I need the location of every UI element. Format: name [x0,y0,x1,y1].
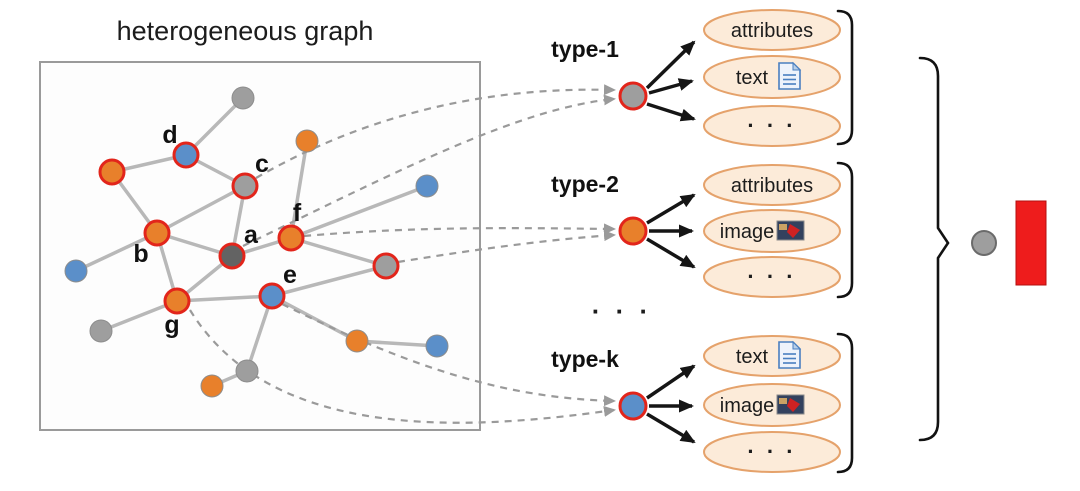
dashed-mapping-links [189,84,616,424]
graph-edge [155,184,247,235]
graph-edge [99,299,179,333]
type-2-attributes-label: attributes [731,175,813,197]
output-node [971,230,997,256]
graph-node-d [172,141,200,169]
type-1-arrow [648,78,694,95]
dashed-link [281,303,616,407]
graph-node [231,86,255,110]
type-k-image-label: image [720,395,774,417]
node-label-e: e [283,261,297,289]
type-k-node [618,391,648,421]
graph-node-c [231,172,259,200]
type-2-arrow [646,237,696,269]
graph-edge [270,264,388,298]
type-1-text-oval [703,55,841,99]
image-thumbnail-accent [779,398,787,404]
type-2-attributes-oval [703,164,841,206]
type-k-arrow [646,364,696,400]
document-icon [778,340,802,369]
dashed-link [303,223,616,238]
type-k-ellipsis: · · · [747,439,796,464]
graph-node-highlighted [372,252,400,280]
document-icon-fold [792,340,802,350]
graph-node [64,259,88,283]
document-icon [778,61,802,90]
graph-node-labels: d c b a f e g [133,121,301,339]
graph-node [345,329,369,353]
graph-nodes [64,86,449,398]
document-icon-fold [792,61,802,71]
node-label-f: f [293,199,302,227]
dashed-link [189,309,616,424]
graph-node-e [258,282,286,310]
image-thumbnail-icon [776,394,805,415]
node-label-d: d [162,121,177,149]
aggregation-bracket [918,56,950,442]
node-label-c: c [255,150,269,178]
image-thumbnail-shape [787,398,800,412]
image-thumbnail-shape [787,224,800,238]
graph-node-f [277,224,305,252]
graph-node-highlighted [98,158,126,186]
graph-edge [289,184,429,240]
type-2-node [618,216,648,246]
type-k-group: type-k text image · · · [551,332,854,474]
graph-edge [289,236,388,268]
type-1-bracket [836,9,854,146]
type-k-ellipsis-oval [703,431,841,473]
image-thumbnail-icon [776,220,805,241]
dashed-link [242,94,616,247]
graph-node [415,174,439,198]
type-1-text-label: text [736,67,769,89]
graph-node [89,319,113,343]
node-label-b: b [133,240,148,268]
graph-edge [74,231,159,273]
type-k-bracket [836,332,854,474]
type-1-attributes-oval [703,9,841,51]
type-k-text-label: text [736,346,769,368]
graph-node-b [143,219,171,247]
graph-node [235,359,259,383]
graph-node-g [163,287,191,315]
type-k-arrow [646,412,696,444]
type-k-image-oval [703,383,841,427]
between-types-ellipsis: · · · [592,296,652,326]
graph-node-a [218,242,246,270]
graph-edge [355,339,439,348]
diagram-title: heterogeneous graph [117,16,374,46]
image-thumbnail-accent [779,224,787,230]
type-1-group: type-1 attributes text · · · [551,9,854,147]
type-2-ellipsis-oval [703,256,841,298]
embedding-bar [1015,200,1047,286]
type-k-label: type-k [551,346,619,372]
type-2-image-oval [703,209,841,253]
node-label-g: g [164,311,179,339]
type-2-label: type-2 [551,171,619,197]
type-2-arrow [646,193,696,225]
type-1-attributes-label: attributes [731,20,813,42]
type-1-arrow [646,102,696,122]
type-1-node [618,81,648,111]
type-1-ellipsis-oval [703,105,841,147]
type-1-label: type-1 [551,36,619,62]
dashed-link [397,230,616,264]
graph-node [200,374,224,398]
node-label-a: a [244,221,259,249]
graph-edge [175,294,274,303]
type-2-ellipsis: · · · [747,264,796,289]
type-1-arrow [645,40,696,90]
type-2-image-label: image [720,221,774,243]
graph-node [425,334,449,358]
graph-node [295,129,319,153]
type-k-text-oval [703,335,841,377]
type-2-bracket [836,161,854,299]
type-2-group: type-2 attributes image · · · [551,161,854,299]
type-1-ellipsis: · · · [747,113,796,138]
